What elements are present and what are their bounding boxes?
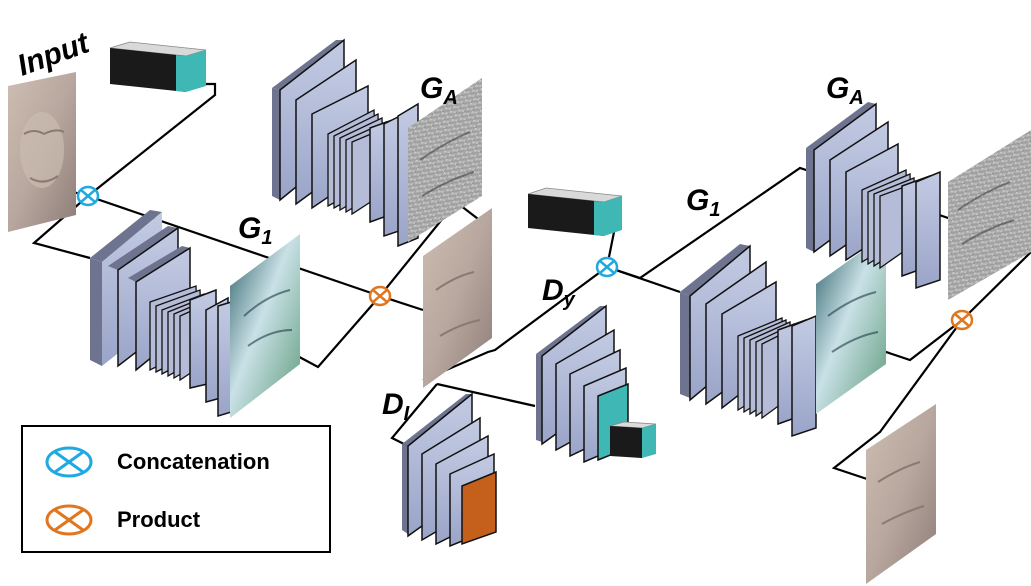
product-node-1 [368, 285, 392, 307]
ga-label-2: GA [826, 72, 864, 109]
g1-label-2: G1 [686, 184, 720, 221]
concat-node-1 [76, 185, 100, 207]
intermediate-image [423, 208, 492, 388]
concatenation-icon [45, 446, 93, 478]
legend-item-concatenation: Concatenation [43, 445, 270, 479]
line-concat-to-product-1 [87, 194, 381, 298]
ga-network-1 [272, 38, 419, 248]
legend-item-product: Product [43, 503, 200, 537]
line-intermediate-to-dy [436, 382, 536, 408]
ga-label-1: GA [420, 72, 458, 109]
legend: Concatenation Product [21, 425, 331, 553]
product-icon [45, 504, 93, 536]
latent-vector-1 [109, 41, 207, 92]
g1-label-1: G1 [238, 212, 272, 249]
di-label: DI [382, 388, 410, 425]
g1-output-image-1 [230, 234, 300, 418]
input-image [8, 72, 76, 232]
input-label: Input [13, 26, 95, 83]
product-node-2 [950, 309, 974, 331]
line-product2-to-output [831, 319, 963, 482]
legend-label-concatenation: Concatenation [117, 449, 270, 474]
legend-label-product: Product [117, 507, 201, 532]
line-product-to-g1-output [289, 295, 381, 369]
concat-node-2 [595, 256, 619, 278]
line-vector-to-concat-1 [87, 82, 217, 197]
final-output-image [866, 404, 936, 584]
di-discriminator [402, 392, 497, 548]
line-intermediate-to-di [390, 383, 438, 447]
line-intermediate-to-concat-2 [422, 266, 608, 382]
ga-output-image-2 [948, 130, 1031, 300]
latent-vector-2 [527, 187, 623, 236]
dy-discriminator [536, 304, 657, 464]
line-product2-up [961, 251, 1031, 321]
g1-output-image-2 [816, 234, 886, 414]
ga-output-image-1 [408, 78, 482, 242]
dy-label: Dy [542, 274, 576, 311]
g1-network-1 [90, 210, 239, 418]
g1-network-2 [680, 244, 817, 438]
ga-network-2 [806, 102, 941, 290]
